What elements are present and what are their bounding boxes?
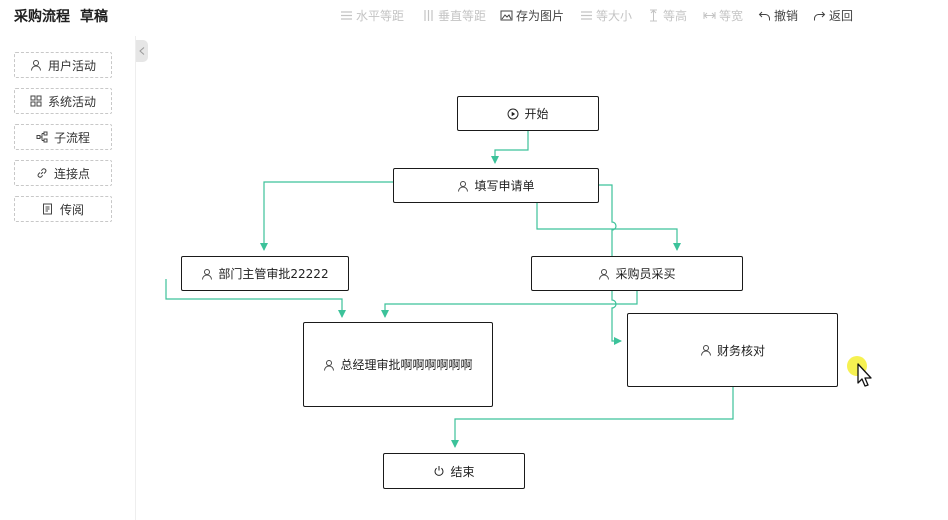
status-badge: 草稿 [80, 9, 108, 25]
edge-finance-to-end[interactable] [451, 387, 734, 448]
edge-fill-to-dept[interactable] [260, 181, 393, 251]
vertical-distribute-icon [424, 9, 433, 21]
user-icon [30, 60, 41, 71]
user-icon [458, 180, 469, 192]
palette-label: 子流程 [53, 130, 90, 145]
play-circle-icon [507, 108, 519, 119]
node-label: 填写申请单 [474, 179, 535, 193]
same-width-icon [703, 11, 716, 19]
process-title: 采购流程 [14, 9, 70, 25]
subprocess-icon [36, 131, 48, 143]
save-image-button[interactable]: 存为图片 [500, 6, 564, 24]
same-height-button[interactable]: 等高 [647, 6, 687, 24]
node-label: 采购员采买 [615, 267, 676, 281]
undo-icon [758, 11, 770, 20]
same-width-button[interactable]: 等宽 [703, 6, 743, 24]
link-icon [37, 168, 47, 178]
mouse-cursor-icon [847, 356, 872, 387]
undo-button[interactable]: 撤销 [758, 6, 798, 24]
edge-start-to-fill[interactable] [491, 131, 529, 164]
palette-label: 用户活动 [47, 58, 96, 73]
edge-buyer-to-gm[interactable] [381, 291, 638, 318]
collapse-panel-button[interactable] [136, 40, 148, 62]
document-icon [42, 203, 52, 215]
vertical-distribute-button[interactable]: 垂直等距 [422, 6, 486, 24]
horizontal-distribute-icon [341, 10, 352, 20]
image-icon [500, 10, 513, 20]
palette-label: 传阅 [59, 202, 84, 217]
palette-connection-point[interactable]: 连接点 [14, 160, 112, 186]
palette-system-activity[interactable]: 系统活动 [14, 88, 112, 114]
toolbar-label: 等大小 [596, 8, 633, 23]
palette-subprocess[interactable]: 子流程 [14, 124, 112, 150]
toolbar-label: 撤销 [774, 8, 799, 23]
palette-user-activity[interactable]: 用户活动 [14, 52, 112, 78]
node-label: 开始 [524, 107, 549, 121]
palette-label: 系统活动 [47, 94, 96, 109]
toolbar-label: 水平等距 [356, 8, 405, 23]
node-label: 结束 [450, 464, 475, 479]
chevron-left-icon [139, 47, 145, 55]
node-label: 总经理审批啊啊啊啊啊啊 [340, 358, 473, 372]
toolbar-label: 等高 [663, 8, 688, 23]
same-height-icon [650, 9, 657, 21]
node-finance-check[interactable]: 财务核对 [627, 313, 838, 387]
redo-button[interactable]: 返回 [813, 6, 853, 24]
toolbar-label: 返回 [829, 8, 854, 23]
same-size-icon [581, 10, 592, 20]
user-icon [700, 345, 711, 356]
node-fill-application[interactable]: 填写申请单 [393, 168, 599, 203]
power-icon [435, 466, 444, 476]
redo-icon [814, 11, 826, 20]
node-end[interactable]: 结束 [383, 453, 525, 489]
palette-circulate[interactable]: 传阅 [14, 196, 112, 222]
edge-dept-to-gm[interactable] [165, 279, 346, 318]
same-size-button[interactable]: 等大小 [580, 6, 632, 24]
palette-label: 连接点 [53, 166, 90, 181]
node-dept-approval[interactable]: 部门主管审批22222 [181, 256, 349, 291]
node-label: 部门主管审批22222 [218, 267, 329, 281]
edge-fill-to-buyer[interactable] [536, 203, 681, 251]
toolbar-label: 存为图片 [516, 8, 565, 23]
user-icon [324, 359, 335, 371]
user-icon [202, 268, 213, 280]
grid-icon [30, 95, 42, 107]
node-gm-approval[interactable]: 总经理审批啊啊啊啊啊啊 [303, 322, 493, 407]
user-icon [599, 268, 610, 280]
toolbar-label: 垂直等距 [438, 8, 487, 23]
panel-divider [135, 36, 136, 520]
node-buyer-purchase[interactable]: 采购员采买 [531, 256, 743, 291]
node-label: 财务核对 [716, 343, 765, 358]
node-start[interactable]: 开始 [457, 96, 599, 131]
horizontal-distribute-button[interactable]: 水平等距 [340, 6, 404, 24]
toolbar-label: 等宽 [719, 8, 744, 23]
header-bar: 采购流程 草稿 水平等距 垂直等距 存为图片 等大小 等高 等宽 撤销 [0, 0, 948, 30]
